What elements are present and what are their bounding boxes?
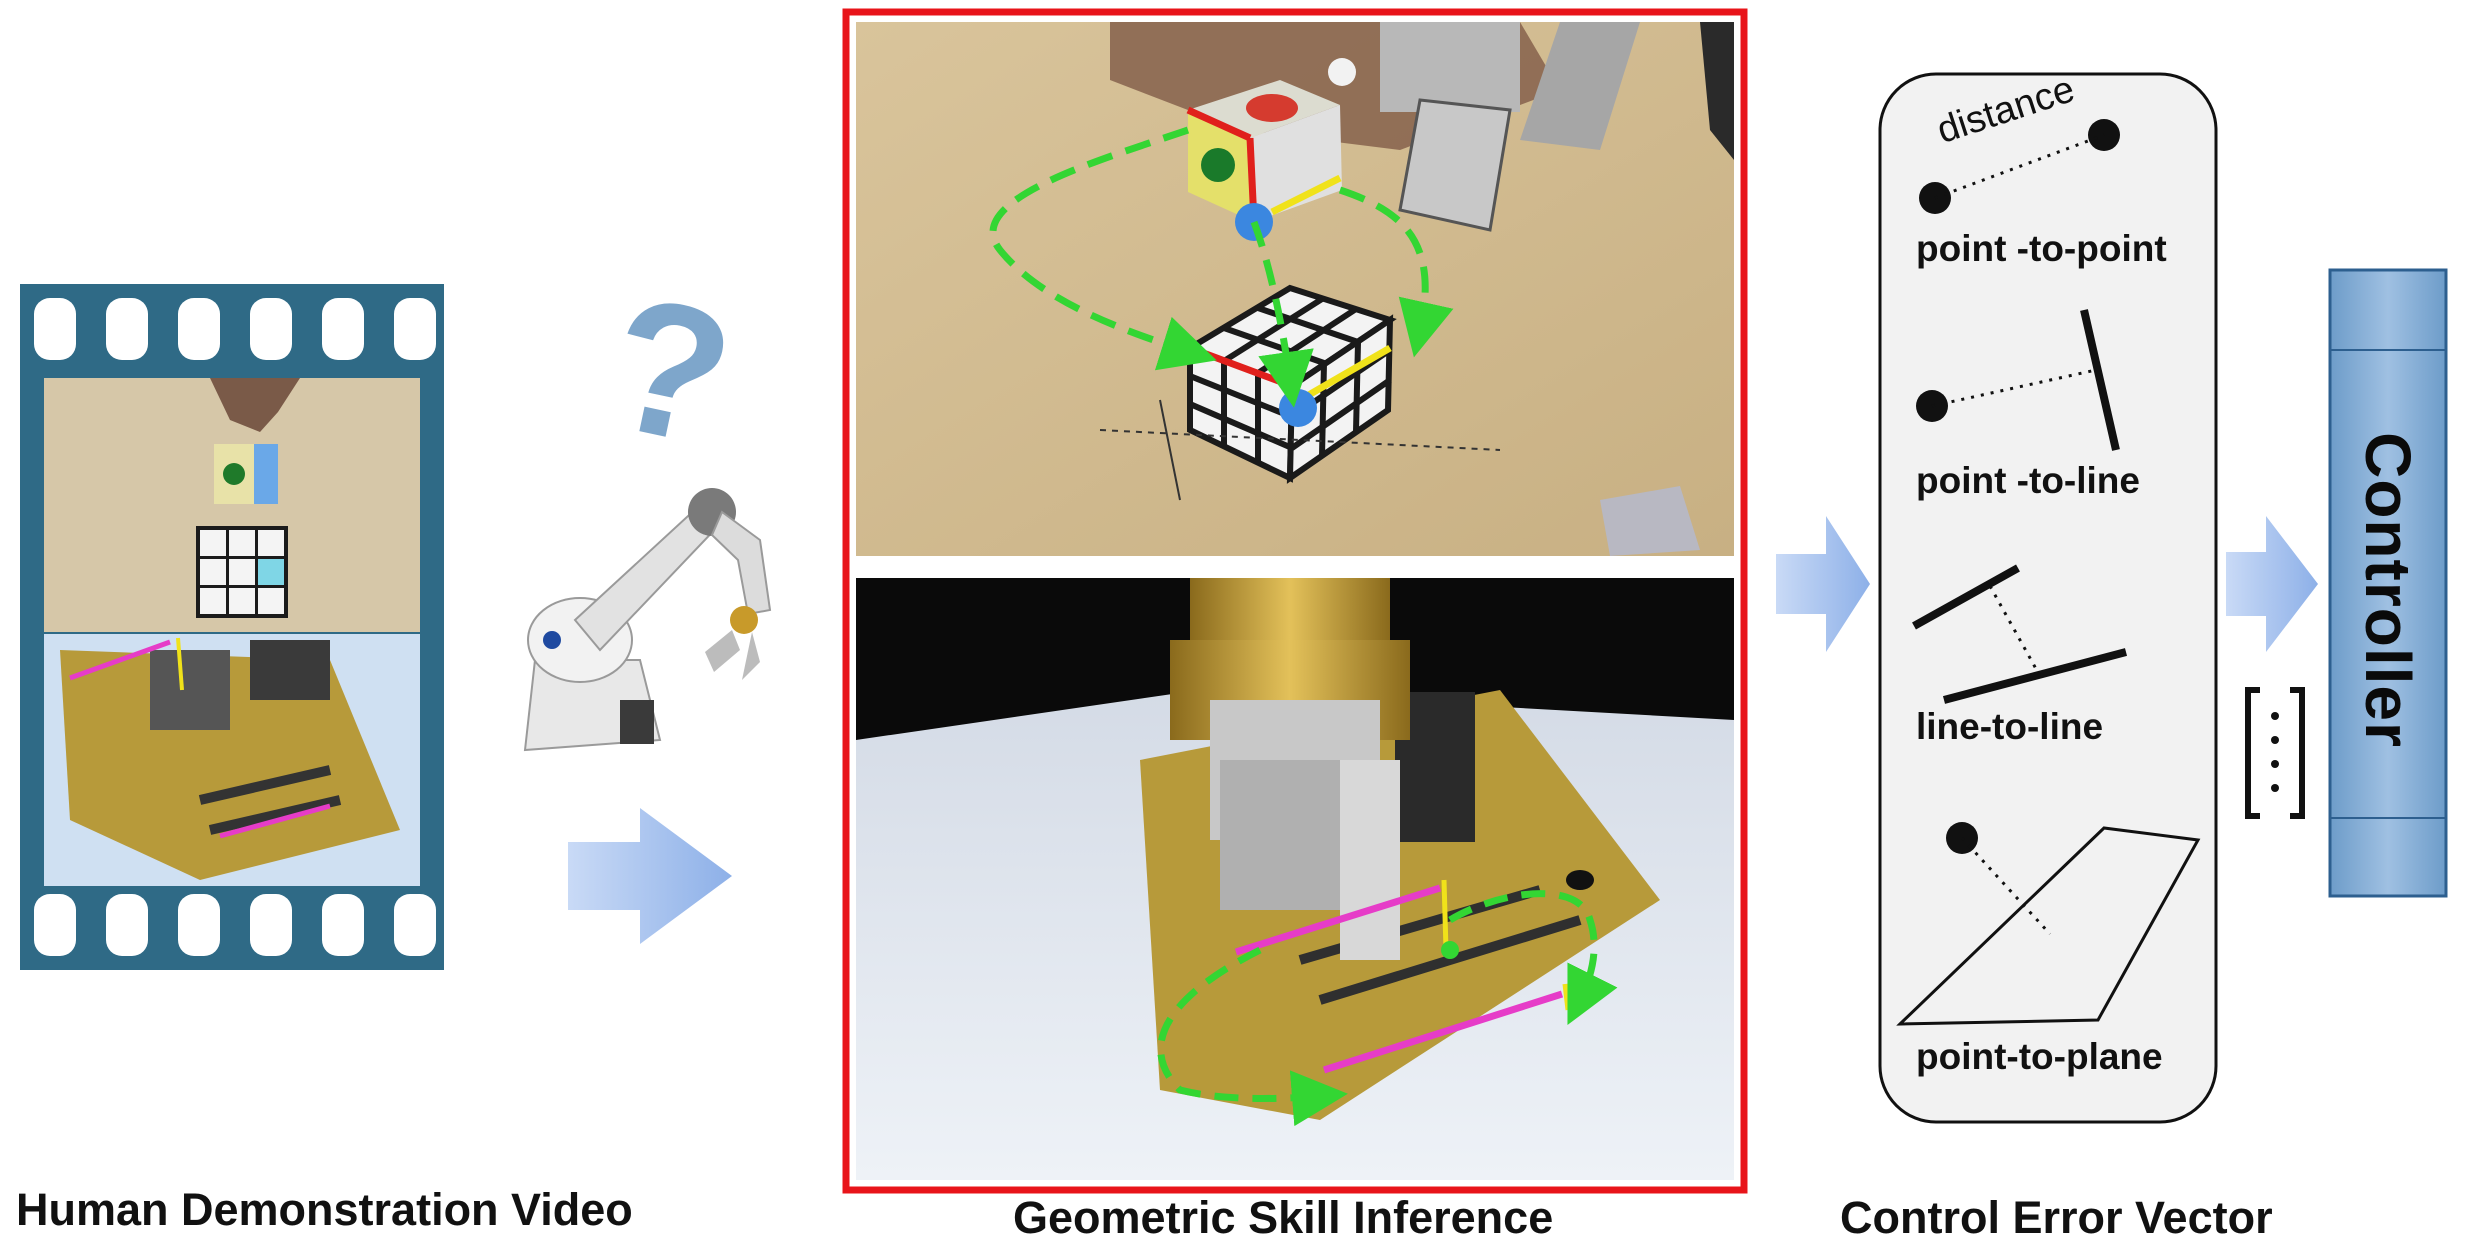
controller-block: [2328, 268, 2448, 898]
ellipsis-dots: [2271, 712, 2279, 792]
point-to-plane-glyph: [1896, 822, 2201, 1026]
caption-human-demonstration: Human Demonstration Video: [16, 1184, 633, 1235]
film-frame-cubes: [44, 378, 420, 632]
label-line-to-line: line-to-line: [1916, 706, 2104, 747]
label-point-to-plane: point-to-plane: [1916, 1036, 2163, 1077]
caption-skill-inference: Geometric Skill Inference: [1013, 1192, 1554, 1243]
controller-label-wrap: Controller: [2328, 270, 2448, 910]
film-perforations-bottom: [34, 894, 436, 956]
arrow-right-3: [2226, 516, 2318, 652]
point-to-point-glyph: [1919, 119, 2120, 214]
label-point-to-line: point -to-line: [1916, 460, 2140, 501]
controller-label: Controller: [2352, 432, 2424, 748]
vector-bracket-ellipsis: [2245, 687, 2305, 819]
photo-motherboard-scene: [856, 578, 1734, 1180]
label-point-to-point: point -to-point: [1916, 228, 2167, 269]
question-mark-symbol: ?: [591, 255, 749, 486]
line-to-line-glyph: [1912, 564, 2128, 704]
skill-inference-frame: [842, 8, 1748, 1194]
caption-error-vector: Control Error Vector: [1840, 1192, 2273, 1243]
robot-arm-illustration: [523, 488, 772, 752]
arrow-right-1: [568, 808, 732, 944]
film-perforations-top: [34, 298, 436, 360]
film-frame-motherboard: [44, 634, 420, 886]
error-vector-panel: [1878, 72, 2218, 1124]
photo-cube-scene: [856, 22, 1734, 556]
arrow-right-2: [1776, 516, 1870, 652]
film-strip: [20, 284, 444, 970]
point-to-line-glyph: [1916, 309, 2120, 451]
